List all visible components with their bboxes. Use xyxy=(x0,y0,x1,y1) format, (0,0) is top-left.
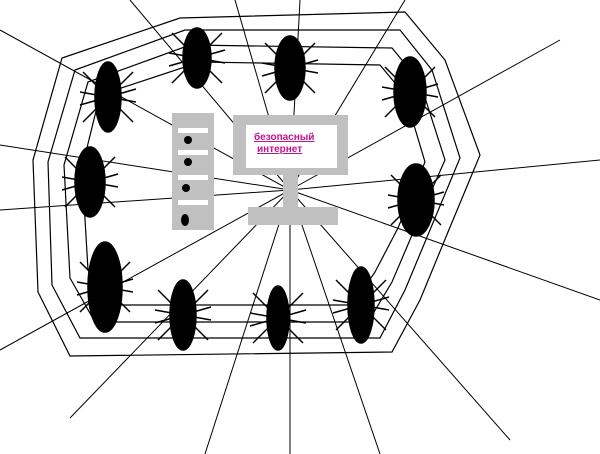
screen-text-line1: безопасный xyxy=(254,132,315,143)
spider xyxy=(261,35,319,101)
computer-tower xyxy=(172,113,214,230)
spider xyxy=(61,146,119,218)
spider xyxy=(381,56,439,128)
spider xyxy=(332,266,390,344)
screen-text: безопасный интернет xyxy=(254,132,314,156)
spider xyxy=(249,285,307,351)
computer-monitor xyxy=(233,115,348,225)
spider xyxy=(154,279,212,351)
spider xyxy=(79,61,137,133)
screen-text-line2: интернет xyxy=(257,144,303,155)
spider xyxy=(387,163,445,237)
spiders xyxy=(61,27,445,351)
spider xyxy=(76,241,134,333)
spider xyxy=(168,27,226,89)
